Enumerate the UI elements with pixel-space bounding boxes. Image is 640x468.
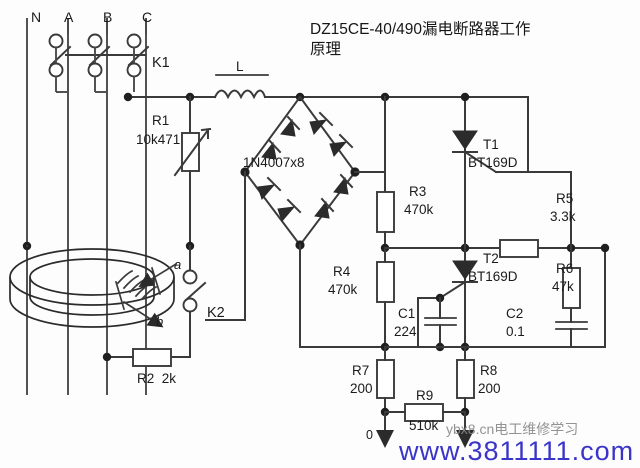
r7-value-label: 200 bbox=[350, 381, 373, 396]
inductor-l-symbol bbox=[213, 74, 269, 100]
top-supply-rail bbox=[123, 92, 529, 102]
r7-ref-label: R7 bbox=[352, 363, 370, 378]
page-title-line2: 原理 bbox=[310, 41, 342, 58]
terminal-label-c: C bbox=[142, 9, 153, 25]
watermark-site-name: ybx8.cn电工维修学习 bbox=[446, 421, 579, 437]
watermark-site-url: www.3811111.com bbox=[399, 436, 635, 466]
ct-tap-a-label: a bbox=[174, 257, 182, 272]
c1-ref-label: C1 bbox=[398, 306, 416, 321]
c2-ref-label: C2 bbox=[506, 306, 524, 321]
k1-switch-label: K1 bbox=[152, 55, 170, 71]
c2-value-label: 0.1 bbox=[506, 324, 525, 339]
terminal-label-n: N bbox=[31, 9, 42, 25]
r2-resistor-symbol bbox=[102, 348, 172, 367]
r1-varistor-symbol bbox=[173, 96, 212, 251]
r5-ref-label: R5 bbox=[556, 191, 574, 206]
t2-ref-label: T2 bbox=[483, 251, 499, 266]
r1-ref-label: R1 bbox=[152, 113, 170, 128]
terminal-label-a: A bbox=[64, 9, 74, 25]
r1-value-label: 10k471 bbox=[136, 132, 181, 147]
t1-value-label: BT169D bbox=[468, 155, 518, 170]
t2-thyristor-symbol bbox=[417, 247, 478, 352]
k1-switch-symbol bbox=[48, 18, 150, 93]
current-transformer-toroid bbox=[9, 248, 178, 328]
bridge-left-return-wire bbox=[205, 171, 246, 321]
r9-value-label: 510k bbox=[409, 418, 439, 433]
r3-r4-divider-chain bbox=[376, 191, 395, 352]
r8-ref-label: R8 bbox=[480, 363, 498, 378]
c1-value-label: 224 bbox=[394, 324, 417, 339]
r4-value-label: 470k bbox=[328, 282, 358, 297]
bridge-dc-output-wires bbox=[299, 96, 386, 348]
k2-switch-symbol bbox=[170, 245, 207, 358]
r3-value-label: 470k bbox=[404, 202, 434, 217]
r4-ref-label: R4 bbox=[333, 264, 351, 279]
output-terminal-left-label: 0 bbox=[366, 428, 373, 442]
r5-value-label: 3.3k bbox=[550, 209, 576, 224]
bridge-rectifier-symbol bbox=[240, 95, 360, 250]
r9-ref-label: R9 bbox=[416, 388, 434, 403]
r2-label: R2 2k bbox=[137, 371, 177, 386]
r3-ref-label: R3 bbox=[409, 184, 427, 199]
r6-value-label: 47k bbox=[552, 279, 574, 294]
mains-bus-lines bbox=[26, 18, 147, 395]
r8-value-label: 200 bbox=[478, 381, 501, 396]
r7-r8-r9-output-network bbox=[376, 346, 475, 448]
t1-thyristor-symbol bbox=[452, 92, 529, 249]
t1-ref-label: T1 bbox=[483, 137, 499, 152]
k2-switch-label: K2 bbox=[207, 305, 225, 321]
bridge-rectifier-label: 1N4007x8 bbox=[243, 155, 305, 170]
ct-tap-b-label: b bbox=[156, 314, 164, 329]
r6-ref-label: R6 bbox=[556, 261, 574, 276]
t2-value-label: BT169D bbox=[468, 269, 518, 284]
r5-r6-c2-network bbox=[464, 96, 610, 348]
page-title-line1: DZ15CE-40/490漏电断路器工作 bbox=[310, 21, 531, 38]
c1-capacitor-symbol bbox=[384, 297, 466, 352]
terminal-label-b: B bbox=[103, 9, 113, 25]
inductor-l-label: L bbox=[236, 59, 244, 74]
